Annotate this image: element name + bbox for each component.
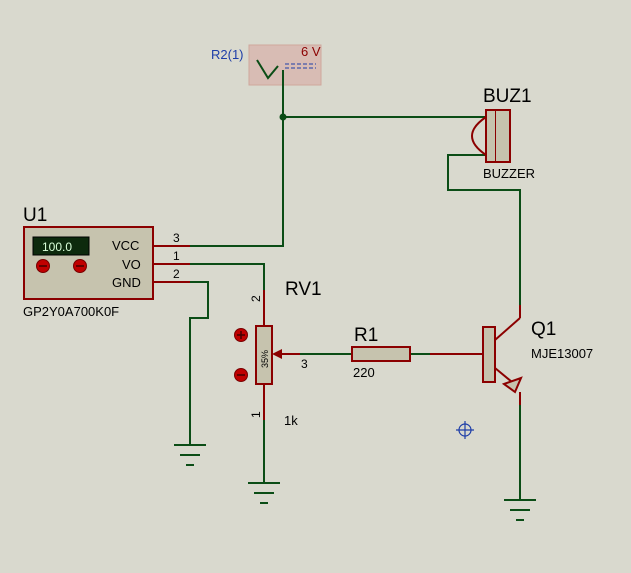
sensor-pin-number-gnd: 2 [173, 267, 180, 281]
sensor-pin-label-vo: VO [122, 257, 141, 272]
sensor-display-value: 100.0 [42, 240, 72, 254]
sensor-display [32, 236, 90, 256]
power-rail-label: R2(1) [211, 47, 244, 62]
wire-gnd-sensor[interactable] [154, 281, 209, 445]
transistor[interactable]: Q1 MJE13007 [430, 305, 593, 405]
buzzer[interactable]: BUZ1 BUZZER [471, 86, 535, 181]
pot-pin-top: 2 [249, 295, 263, 302]
ground-symbol-pot [248, 482, 280, 504]
crosshair-icon [456, 421, 474, 439]
ground-symbol-sensor [174, 444, 206, 466]
resistor-value: 220 [353, 365, 375, 380]
sensor-pin-number-vo: 1 [173, 249, 180, 263]
pot-decrease-button[interactable] [234, 368, 248, 382]
sensor-pin-label-gnd: GND [112, 275, 141, 290]
sensor-pin-number-vcc: 3 [173, 231, 180, 245]
resistor-ref: R1 [354, 325, 378, 346]
pot-increase-button[interactable] [234, 328, 248, 342]
sensor-ref: U1 [23, 205, 47, 226]
potentiometer[interactable]: 35% 2 1 3 RV1 1k [234, 279, 322, 428]
buzzer-type: BUZZER [483, 166, 535, 181]
wire-vo-to-pot[interactable] [154, 263, 265, 290]
wires [154, 113, 521, 500]
power-terminal[interactable]: R2(1) 6 V [211, 44, 322, 117]
pot-pin-bottom: 1 [249, 411, 263, 418]
wire-buzzer-to-collector[interactable] [447, 154, 521, 305]
sensor-button-left[interactable] [36, 259, 50, 273]
resistor[interactable]: R1 220 [351, 325, 411, 380]
pot-position: 35% [260, 350, 270, 368]
pot-ref: RV1 [285, 279, 322, 300]
sensor-part: GP2Y0A700K0F [23, 304, 119, 319]
sensor-pin-label-vcc: VCC [112, 238, 139, 253]
buzzer-ref: BUZ1 [483, 86, 532, 107]
transistor-part: MJE13007 [531, 346, 593, 361]
sensor-button-right[interactable] [73, 259, 87, 273]
pot-value: 1k [284, 413, 298, 428]
ground-symbol-transistor [504, 499, 536, 521]
junction-dot [279, 113, 287, 121]
power-voltage-label: 6 V [301, 44, 321, 59]
pot-pin-wiper: 3 [301, 357, 308, 371]
transistor-ref: Q1 [531, 319, 556, 340]
sensor-module[interactable]: 100.0 VCC VO GND 3 1 2 U1 GP2Y0A700K0F [23, 205, 190, 319]
wire-vcc[interactable] [154, 117, 284, 247]
